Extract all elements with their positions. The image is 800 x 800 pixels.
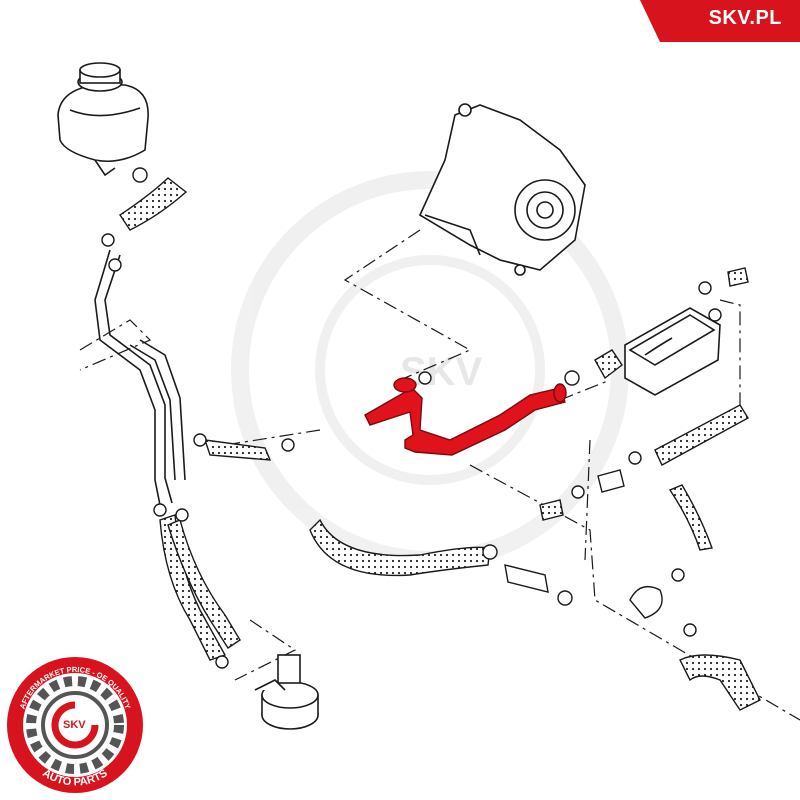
left-rigid-pipes <box>94 249 186 506</box>
auxiliary-water-pump <box>254 654 319 730</box>
dotted-hoses <box>119 177 761 711</box>
skv-seal <box>7 657 143 793</box>
brand-tab-shape <box>640 0 800 42</box>
oil-cooler <box>624 307 721 396</box>
hose-clamps <box>101 167 722 669</box>
brand-site-label[interactable]: SKV.PL <box>708 7 782 29</box>
seal-center-label: SKV <box>63 719 86 731</box>
water-pump <box>418 103 586 276</box>
highlighted-coolant-pipe <box>364 377 567 456</box>
expansion-tank <box>57 62 149 177</box>
